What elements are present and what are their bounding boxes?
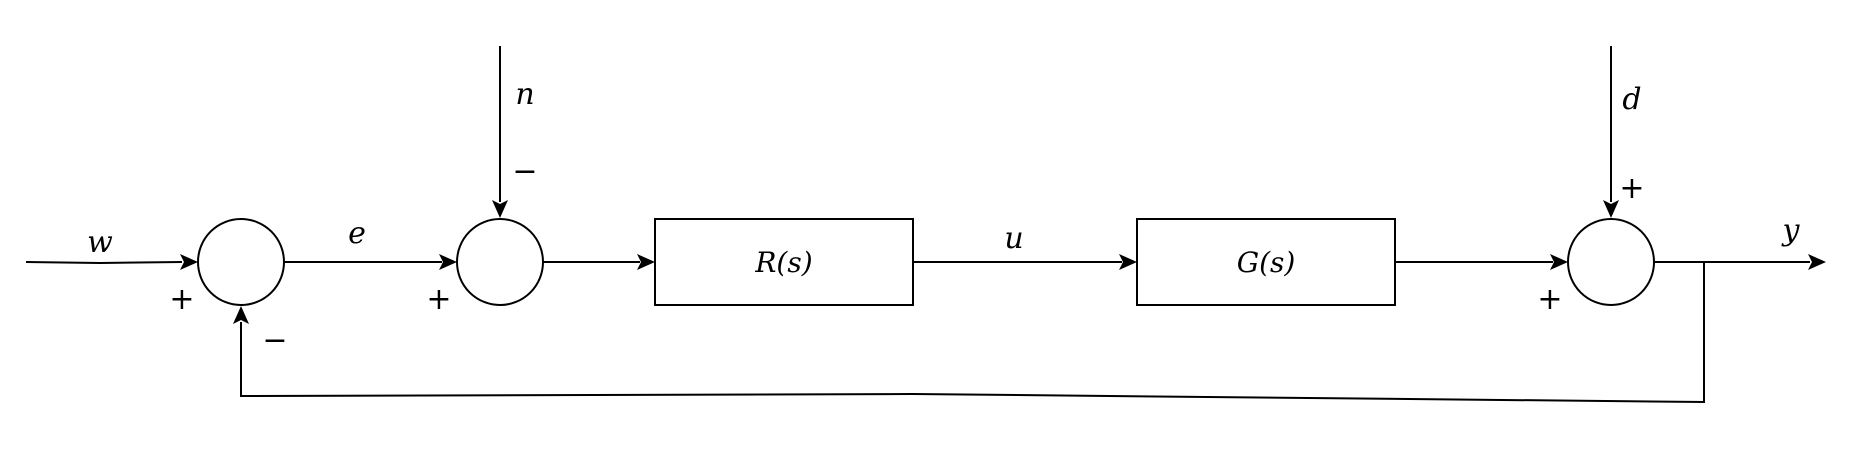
disturbance-input-arrowhead [1603, 200, 1619, 218]
plant-output-arrowhead [1550, 254, 1568, 270]
controller-label: R(s) [754, 246, 812, 279]
summing-junction-disturbance [1567, 218, 1655, 306]
error-arrowhead [439, 254, 457, 270]
feedback-line [240, 262, 1705, 404]
controller-block [654, 218, 914, 306]
plant-block [1136, 218, 1396, 306]
sum1-plus-sign: + [169, 282, 194, 317]
summing-junction-error [197, 218, 285, 306]
reference-signal-label: w [87, 225, 113, 260]
noise-input-arrowhead [492, 200, 508, 218]
error-signal-label: e [348, 216, 366, 251]
feedback-arrowhead [233, 306, 249, 324]
sum3-plus-sign-top: + [1619, 171, 1644, 206]
summing-junction-noise [456, 218, 544, 306]
noise-signal-label: n [515, 77, 534, 112]
control-signal-label: u [1004, 221, 1023, 256]
output-arrowhead [1808, 254, 1826, 270]
sum1-minus-sign: − [262, 323, 287, 358]
sum2-plus-sign: + [426, 282, 451, 317]
reference-input-arrowhead [180, 254, 198, 270]
sum2-minus-sign: − [512, 154, 537, 189]
sum3-plus-sign-bottom: + [1537, 282, 1562, 317]
plant-label: G(s) [1237, 246, 1296, 279]
reference-input-line [25, 261, 183, 265]
control-signal-arrowhead [1119, 254, 1137, 270]
controller-input-arrowhead [637, 254, 655, 270]
output-signal-label: y [1781, 213, 1801, 248]
disturbance-signal-label: d [1622, 82, 1641, 117]
